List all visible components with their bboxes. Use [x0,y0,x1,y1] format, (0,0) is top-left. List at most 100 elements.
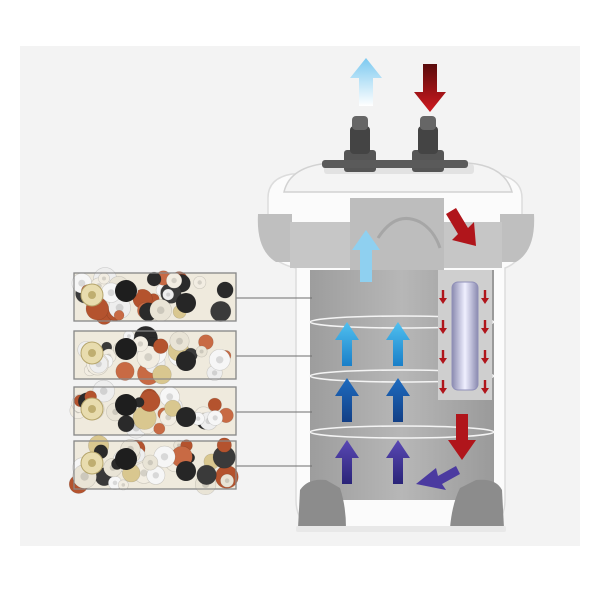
outlet-up-arrow-icon [350,58,382,106]
ring-hole [80,472,89,481]
media-tray-border [73,440,237,490]
media-piece [196,464,217,486]
media-piece [113,309,125,321]
up-arrow-icon [386,322,410,366]
media-piece [208,348,231,371]
channel-bottom-down-arrow-icon [448,414,476,460]
ring-hole [199,349,204,354]
ring-hole [224,478,230,484]
media-piece [146,271,162,287]
media-piece [216,281,234,299]
ring-hole [171,277,177,284]
impeller-up-arrow-icon [352,230,380,282]
media-piece [210,300,232,322]
right-foot [450,479,504,528]
ring-hole [166,292,171,297]
down-arrow-icon [439,350,447,364]
media-piece [142,454,159,471]
ring-hole [121,483,126,487]
valve-bar [322,160,468,168]
up-arrow-icon [335,322,359,366]
up-arrow-icon [335,378,359,422]
media-piece [195,345,208,358]
leader-lines [236,297,312,467]
bio-ball [115,394,137,416]
down-arrow-icon [481,350,489,364]
yellow-ring-hole [88,291,96,299]
media-piece [153,338,169,354]
bio-ball [176,293,196,313]
bio-ball [176,461,196,481]
ring-hole [211,370,218,376]
ring-hole [112,480,118,486]
up-arrow-icon [386,378,410,422]
media-piece [162,288,175,301]
media-piece [117,415,135,433]
ring-hole [115,303,124,312]
down-arrow-icon [481,290,489,304]
ring-hole [216,356,224,364]
ring-hole [197,280,202,285]
filter-feet [296,479,506,532]
left-clamp [257,214,292,262]
inlet-down-arrow-icon [414,64,446,112]
ring-hole [126,334,131,338]
media-tray-border [73,386,237,436]
down-arrow-icon [439,380,447,394]
ring-hole [160,453,169,461]
ring-hole [156,306,165,315]
bio-ball [176,351,196,371]
media-piece [220,473,234,488]
tray-divider-3 [309,425,495,439]
filter-media-trays [68,267,239,496]
up-arrow-icon [335,440,359,484]
internal-upflow-arrows [335,322,410,484]
media-piece [117,479,129,491]
uv-lamp-tube [451,281,479,391]
yellow-ring-hole [88,349,96,357]
media-piece [193,275,207,289]
media-piece [136,345,160,369]
outlet-connector-stem [350,126,370,154]
media-tray-4 [68,434,239,496]
impeller-cover [350,198,444,278]
inlet-connector-stem [418,126,438,154]
impeller-housing-arc [376,217,442,249]
media-piece [216,437,232,453]
ring-hole [137,341,144,347]
ring-hole [107,289,115,297]
bio-ball [115,448,137,470]
ring-hole [152,472,159,479]
ring-hole [195,416,201,421]
bio-ball [115,280,137,302]
yellow-ring-hole [88,405,96,413]
down-arrow-icon [481,380,489,394]
tray-divider-2 [309,369,495,383]
outlet-connector-tip [352,116,368,130]
down-arrow-icon [439,290,447,304]
media-piece [207,410,223,426]
ring-hole [166,393,174,401]
flow-arrows [350,58,476,490]
ring-hole [78,279,86,287]
base-plate [296,526,506,532]
yellow-ring-hole [88,459,96,467]
ring-hole [147,459,153,466]
media-piece [115,361,135,381]
hose-connectors [322,116,468,172]
bio-ball [176,407,196,427]
bio-ball [115,338,137,360]
media-tray-border [73,330,237,380]
left-foot [298,479,346,528]
ring-hole [176,337,183,345]
ring-hole [144,353,153,362]
inlet-connector-tip [420,116,436,130]
media-tray-3 [69,379,237,439]
media-piece [153,422,166,435]
down-arrow-icon [481,320,489,334]
media-piece [164,399,182,417]
media-tray-1 [71,267,237,325]
side-channel-down-arrows [439,290,489,394]
